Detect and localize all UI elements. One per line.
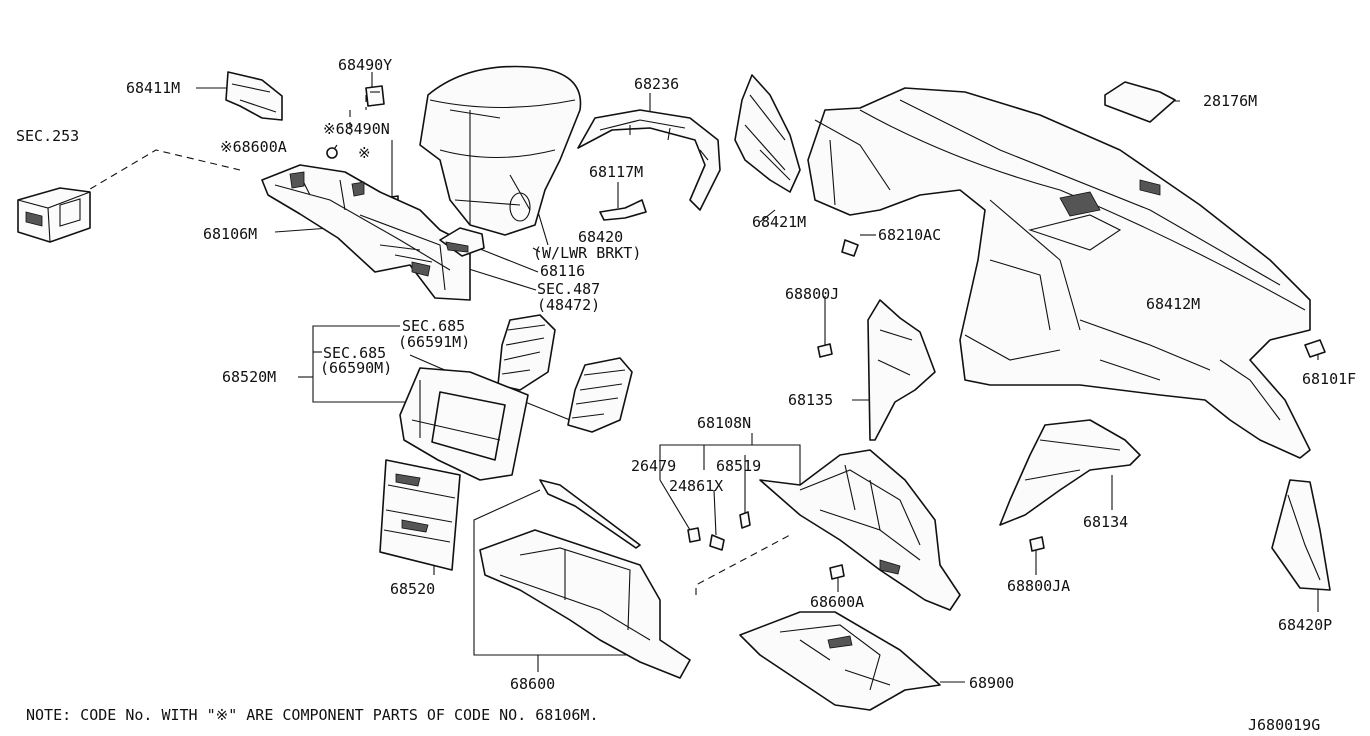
part-68600A-screw-top <box>326 147 338 159</box>
part-68420 <box>419 65 582 236</box>
label-68117M: 68117M <box>589 163 643 181</box>
label-68210AC: 68210AC <box>878 226 941 244</box>
sec685-vent-lower <box>567 357 633 433</box>
part-24861X <box>709 534 725 551</box>
part-68600A-screw <box>829 564 845 580</box>
part-68106M <box>261 164 471 301</box>
label-68600A: 68600A <box>810 593 864 611</box>
label-68420: 68420 <box>578 228 623 246</box>
label-24861X: 24861X <box>669 477 723 495</box>
label-68800JA: 68800JA <box>1007 577 1070 595</box>
label-68420-note: (W/LWR BRKT) <box>533 244 641 262</box>
part-68236 <box>577 109 721 211</box>
note-text: NOTE: CODE No. WITH "※" ARE COMPONENT PA… <box>26 706 598 724</box>
label-68490Y: 68490Y <box>338 56 392 74</box>
part-68421M <box>734 74 801 193</box>
label-sec685-a-sub: (66591M) <box>398 333 470 351</box>
part-68412M-instrument-panel <box>807 87 1311 459</box>
sec685-vent-upper <box>497 314 556 391</box>
part-68135 <box>867 299 936 441</box>
star-mark: ※ <box>358 144 371 162</box>
label-68520M: 68520M <box>222 368 276 386</box>
label-68600A-star: ※68600A <box>220 138 287 156</box>
label-68519: 68519 <box>716 457 761 475</box>
label-68101F: 68101F <box>1302 370 1356 388</box>
label-68800J: 68800J <box>785 285 839 303</box>
part-28176M <box>1104 81 1176 123</box>
part-68117M <box>599 199 647 221</box>
label-sec685-a: SEC.685 <box>402 317 465 335</box>
part-68108N <box>759 449 961 611</box>
part-68134 <box>999 419 1141 526</box>
part-68210AC-screw <box>841 239 859 257</box>
label-28176M: 28176M <box>1203 92 1257 110</box>
part-68520 <box>379 459 461 571</box>
part-68800J-screw <box>817 343 833 358</box>
part-68520M <box>399 367 529 481</box>
label-68134: 68134 <box>1083 513 1128 531</box>
label-68411M: 68411M <box>126 79 180 97</box>
label-68600: 68600 <box>510 675 555 693</box>
label-68420P: 68420P <box>1278 616 1332 634</box>
part-68519 <box>739 511 751 529</box>
label-sec253: SEC.253 <box>16 127 79 145</box>
label-68106M: 68106M <box>203 225 257 243</box>
diagram-id: J680019G <box>1248 716 1320 734</box>
label-26479: 26479 <box>631 457 676 475</box>
part-68490Y <box>365 85 385 107</box>
part-68116 <box>439 227 485 257</box>
label-sec685-b: SEC.685 <box>323 344 386 362</box>
part-68101F-clip <box>1304 339 1326 358</box>
label-68135: 68135 <box>788 391 833 409</box>
label-sec685-b-sub: (66590M) <box>320 359 392 377</box>
label-68116: 68116 <box>540 262 585 280</box>
label-68421M: 68421M <box>752 213 806 231</box>
label-68412M: 68412M <box>1146 295 1200 313</box>
label-68490N: ※68490N <box>323 120 390 138</box>
label-68236: 68236 <box>634 75 679 93</box>
label-68108N: 68108N <box>697 414 751 432</box>
part-26479 <box>687 527 701 543</box>
label-sec487: SEC.487 <box>537 280 600 298</box>
part-68900 <box>739 611 941 711</box>
label-68900: 68900 <box>969 674 1014 692</box>
part-68411M <box>225 71 283 121</box>
sec253-switch-part <box>17 187 91 243</box>
label-sec487-sub: (48472) <box>537 296 600 314</box>
part-68800JA-screw <box>1029 536 1045 552</box>
label-68520: 68520 <box>390 580 435 598</box>
part-68420P <box>1271 479 1331 591</box>
part-68600 <box>479 479 691 679</box>
part-labels: 68411M 68490Y ※68490N ※68600A ※ SEC.253 … <box>16 56 1356 734</box>
